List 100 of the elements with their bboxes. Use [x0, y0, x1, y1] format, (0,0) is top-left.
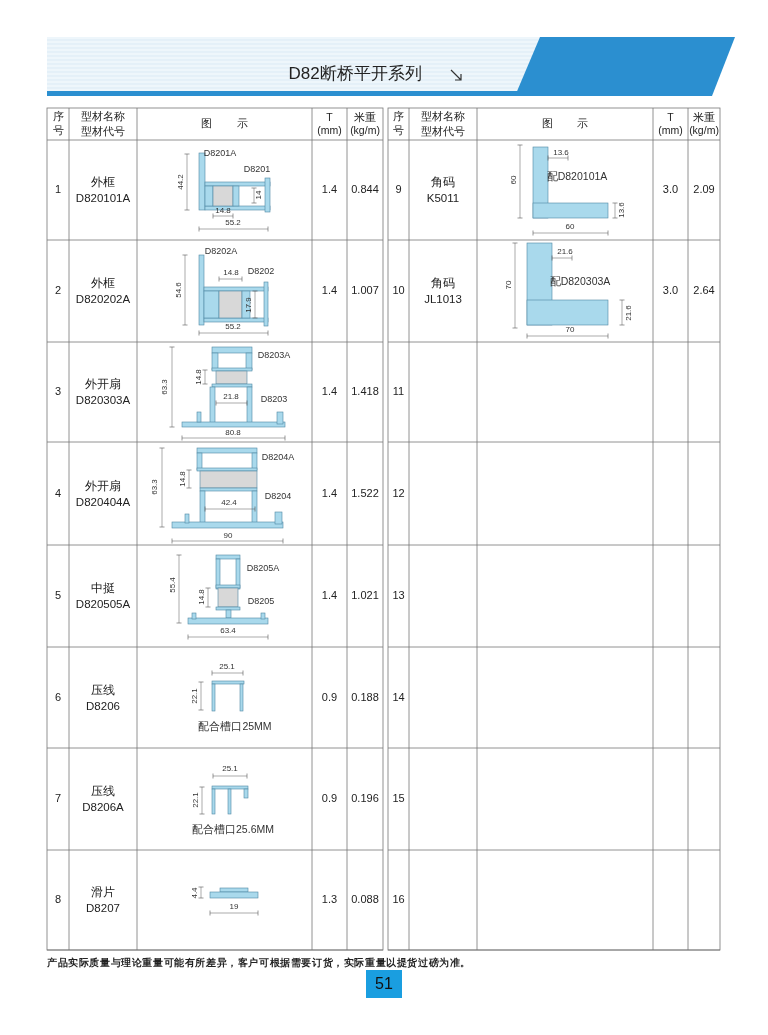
- part-code-label: D8203: [260, 394, 288, 406]
- dimension-label: 21.6: [557, 247, 573, 257]
- profile-code: K5011: [426, 190, 460, 206]
- column-header: 米重 (kg/m): [689, 110, 719, 138]
- dimension-label: 55.2: [225, 218, 241, 228]
- thickness-value: 1.4: [321, 486, 338, 501]
- dimension-label: 14.8: [223, 268, 239, 278]
- part-code-label: D8201: [243, 164, 271, 176]
- dimension-label: 70: [504, 280, 514, 290]
- row-number: 12: [392, 486, 405, 501]
- column-header: 型材代号: [81, 125, 125, 139]
- part-code-label: D8204A: [261, 452, 295, 464]
- profile-name: 外框: [91, 174, 115, 190]
- part-code-label: D8205A: [246, 563, 280, 575]
- part-code-label: D8202A: [204, 246, 238, 258]
- dimension-label: 21.8: [223, 392, 239, 402]
- profile-code: JL1013: [424, 291, 462, 307]
- profile-name: 外框: [91, 275, 115, 291]
- dimension-label: 14.8: [197, 589, 207, 605]
- dimension-label: 42.4: [221, 498, 237, 508]
- row-number: 7: [54, 792, 62, 806]
- profile-code: D820202A: [75, 291, 131, 307]
- profile-name: 中挺: [91, 580, 115, 596]
- part-code-label: 配D820303A: [549, 275, 611, 289]
- row-number: 11: [392, 385, 405, 399]
- column-header: T (mm): [658, 110, 683, 138]
- part-code-label: D8201A: [203, 148, 237, 160]
- column-header: 型材名称: [81, 110, 125, 124]
- dimension-label: 19: [229, 902, 239, 912]
- dimension-label: 13.6: [617, 202, 627, 218]
- dimension-label: 22.1: [190, 688, 200, 704]
- row-number: 14: [392, 690, 405, 705]
- dimension-label: 21.6: [624, 305, 634, 321]
- row-number: 16: [392, 893, 405, 907]
- thickness-value: 0.9: [321, 690, 338, 705]
- thickness-value: 1.4: [321, 385, 338, 399]
- row-number: 4: [54, 486, 62, 501]
- profile-code: D8207: [86, 900, 120, 916]
- profile-code: D820101A: [75, 190, 131, 206]
- column-header: 型材代号: [421, 125, 465, 139]
- series-title: D82断桥平开系列: [288, 63, 422, 85]
- dimension-label: 22.1: [191, 792, 201, 808]
- profile-code: D8206: [86, 698, 120, 713]
- note-text: 配合槽口25MM: [198, 720, 272, 734]
- dimension-label: 14.8: [215, 206, 231, 216]
- row-number: 6: [54, 690, 62, 705]
- row-number: 5: [54, 589, 62, 603]
- dimension-label: 25.1: [219, 662, 235, 672]
- row-number: 13: [392, 589, 405, 603]
- thickness-value: 0.9: [321, 792, 338, 806]
- dimension-label: 80.8: [225, 428, 241, 438]
- dimension-label: 63.3: [150, 479, 160, 495]
- dimension-label: 55.4: [168, 577, 178, 593]
- column-header: 序号: [392, 110, 405, 138]
- dimension-label: 25.1: [222, 764, 238, 774]
- row-number: 2: [54, 284, 62, 298]
- dimension-label: 63.4: [220, 626, 236, 636]
- row-number: 1: [54, 183, 62, 197]
- thickness-value: 1.3: [321, 893, 338, 907]
- thickness-value: 1.4: [321, 183, 338, 197]
- weight-value: 0.844: [351, 183, 379, 197]
- thickness-value: 1.4: [321, 284, 338, 298]
- part-code-label: D8202: [247, 266, 275, 278]
- profile-code: D820505A: [75, 596, 131, 612]
- part-code-label: D8205: [247, 596, 275, 608]
- column-header: 图示: [540, 117, 613, 131]
- row-number: 10: [392, 284, 405, 298]
- part-code-label: D8203A: [257, 350, 291, 362]
- row-number: 9: [395, 183, 402, 197]
- profile-code: D8206A: [82, 799, 124, 815]
- column-header: 图示: [200, 117, 272, 131]
- note-text: 配合槽口25.6MM: [192, 823, 274, 837]
- weight-value: 1.007: [351, 284, 379, 298]
- dimension-label: 60: [565, 222, 575, 232]
- dimension-label: 90: [223, 531, 233, 541]
- profile-name: 压线: [91, 682, 115, 697]
- dimension-label: 13.6: [553, 148, 569, 158]
- weight-value: 0.088: [351, 893, 379, 907]
- weight-value: 0.196: [351, 792, 379, 806]
- dimension-label: 14.8: [178, 471, 188, 487]
- part-code-label: 配D820101A: [546, 170, 608, 184]
- column-header: T (mm): [317, 110, 342, 138]
- note-text: 产品实际质量与理论重量可能有所差异，客户可根据需要订货，实际重量以提货过磅为准。: [47, 957, 471, 969]
- row-number: 3: [54, 385, 62, 399]
- profile-name: 角码: [431, 174, 455, 190]
- dimension-label: 44.2: [176, 174, 186, 190]
- row-number: 8: [54, 893, 62, 907]
- dimension-label: 14: [254, 190, 264, 200]
- thickness-value: 1.4: [321, 589, 338, 603]
- weight-value: 1.418: [351, 385, 379, 399]
- thickness-value: 3.0: [662, 183, 679, 197]
- dimension-label: 54.6: [174, 282, 184, 298]
- profile-name: 外开扇: [85, 478, 121, 493]
- column-header: 米重 (kg/m): [350, 110, 380, 138]
- dimension-label: 14.8: [194, 369, 204, 385]
- weight-value: 0.188: [351, 690, 379, 705]
- dimension-label: 55.2: [225, 322, 241, 332]
- part-code-label: D8204: [264, 491, 292, 503]
- profile-code: D820303A: [75, 392, 131, 408]
- dimension-label: 17.9: [244, 297, 254, 313]
